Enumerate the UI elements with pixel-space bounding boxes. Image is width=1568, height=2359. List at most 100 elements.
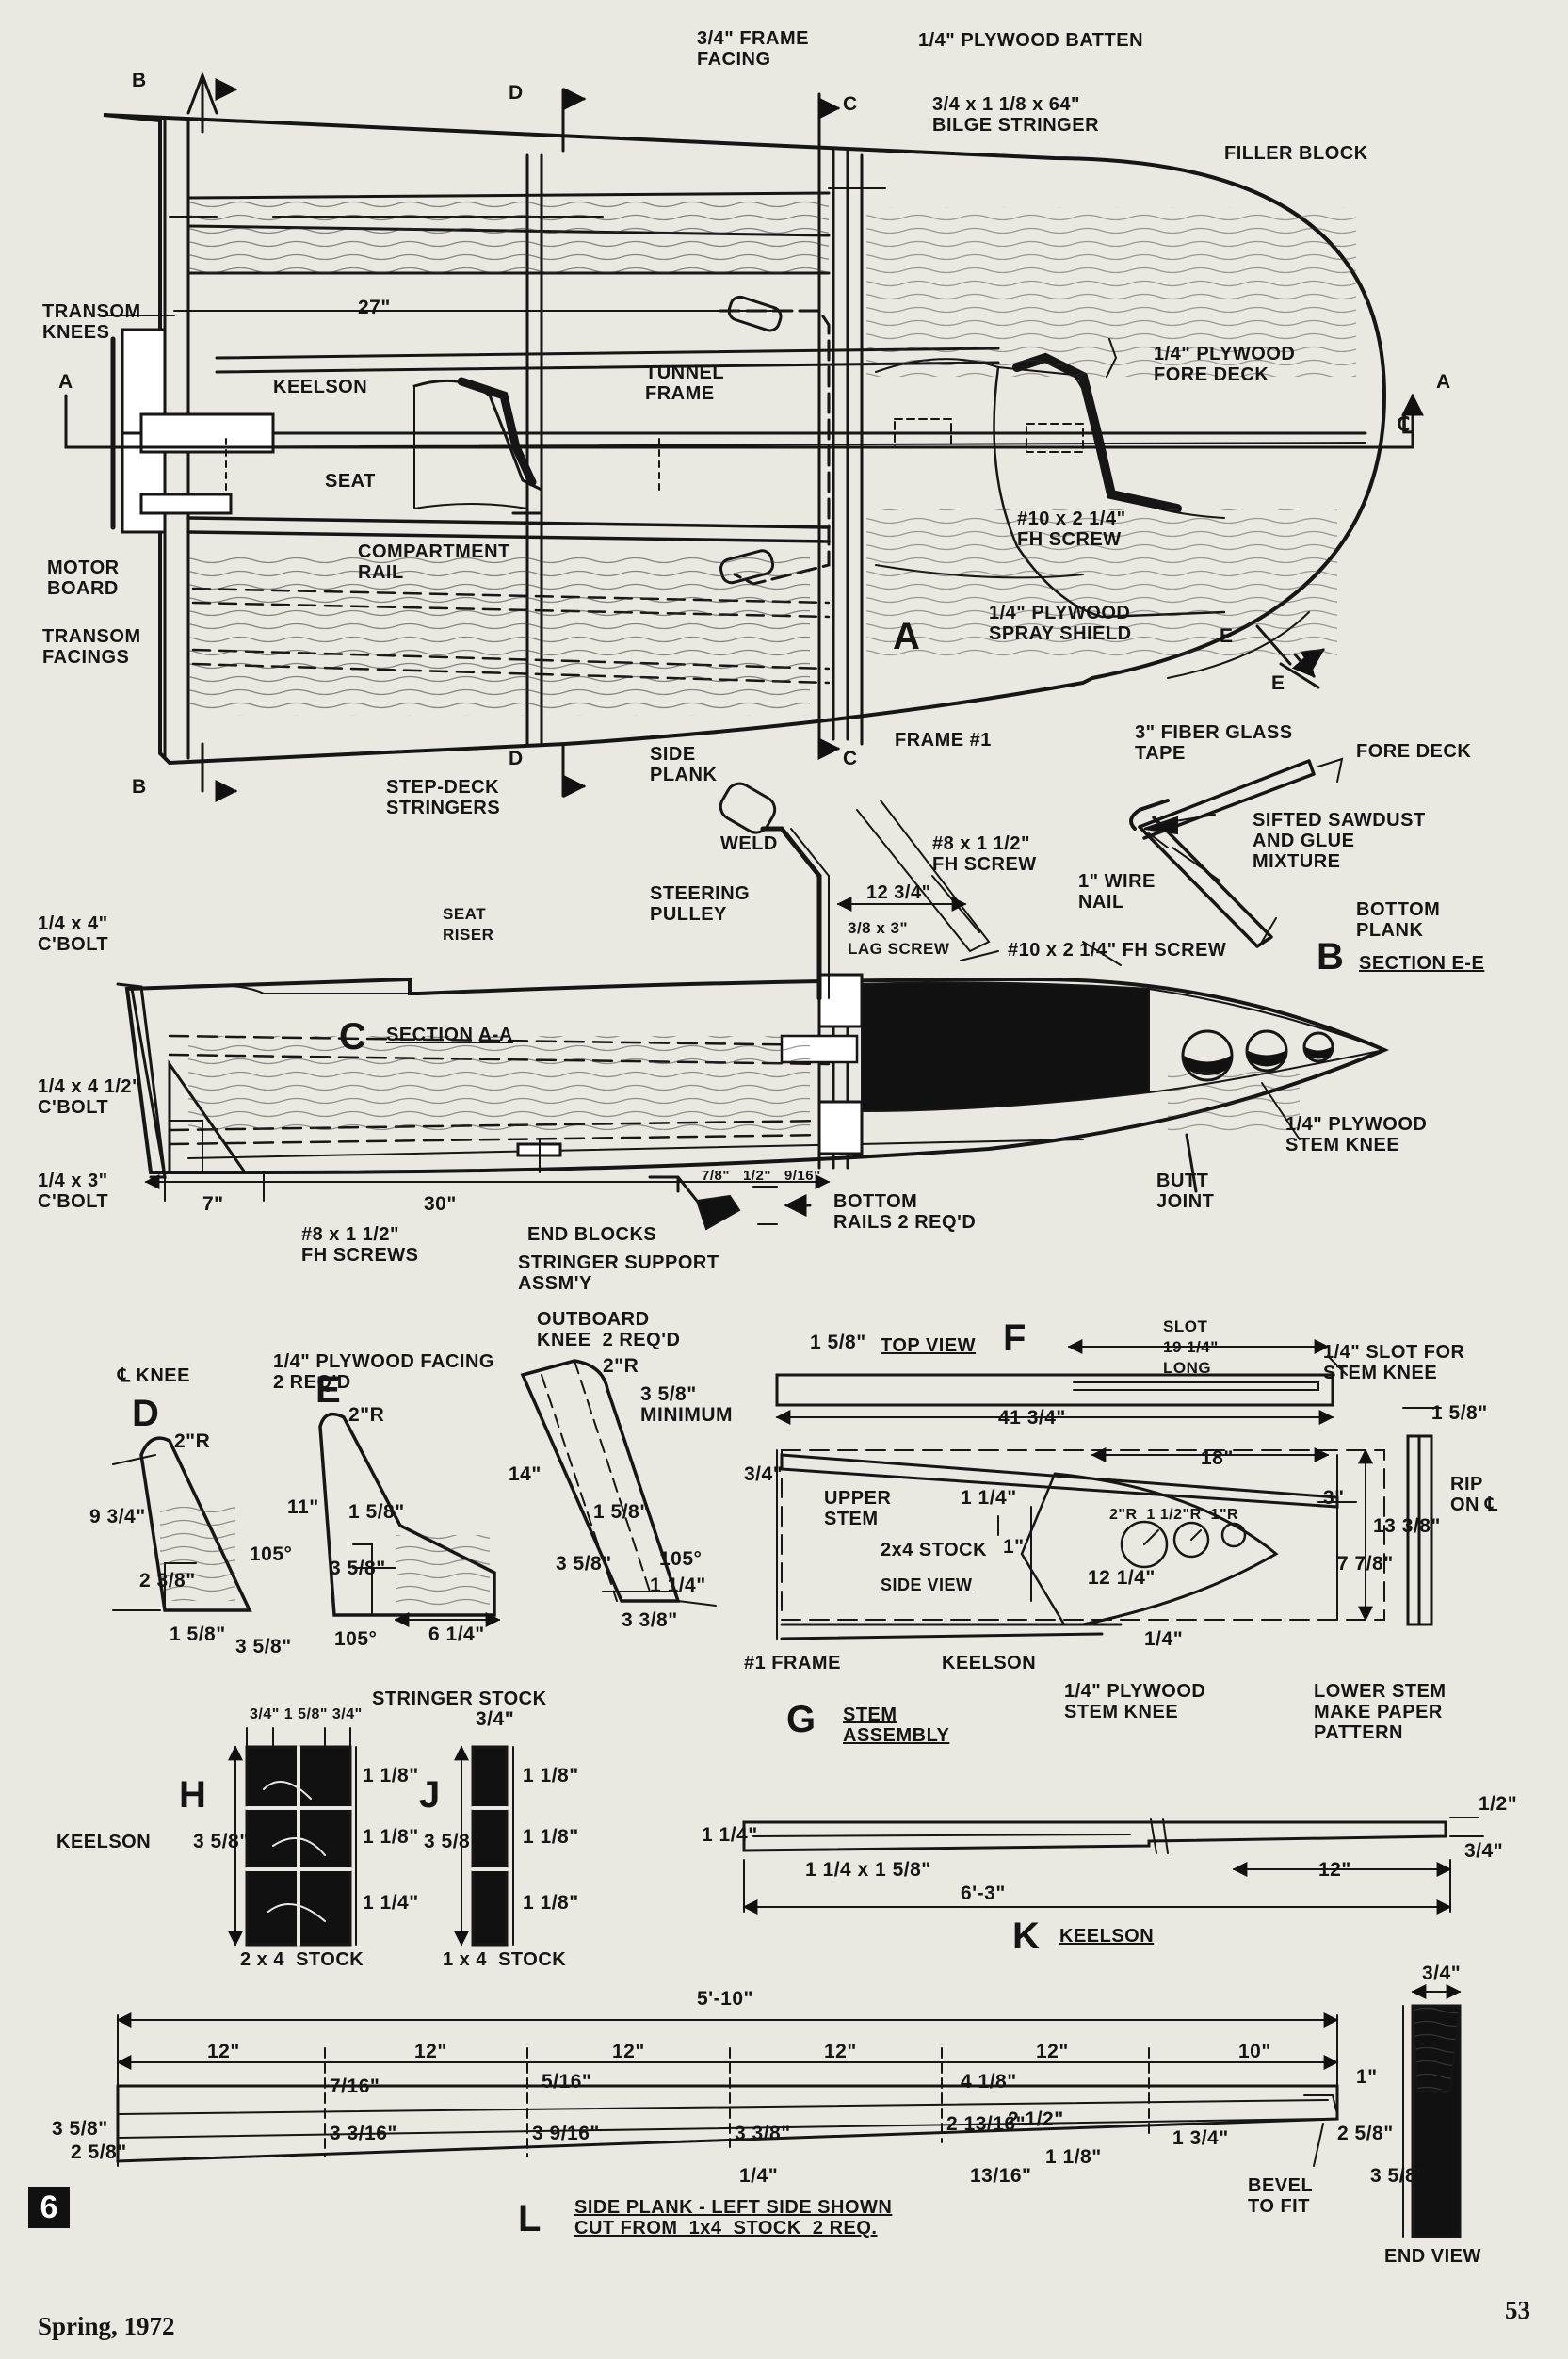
view-j-letter: J xyxy=(419,1774,441,1816)
label-l-s-1: 7/16" xyxy=(330,2076,380,2097)
label-l-h-8: 1 3/4" xyxy=(1172,2127,1229,2149)
label-h-row-2: 1 1/8" xyxy=(363,1826,419,1848)
label-d-radius: 2"R xyxy=(174,1430,211,1452)
view-c-letter: C xyxy=(339,1016,367,1058)
label-l-s-3: 4 1/8" xyxy=(961,2071,1017,2092)
label-bottom-plank: BOTTOM PLANK xyxy=(1356,899,1441,941)
label-e-b: 3 5/8" xyxy=(330,1558,386,1579)
label-stem-knee-c: 1/4" PLYWOOD STEM KNEE xyxy=(1285,1114,1428,1155)
label-h-row-3: 1 1/4" xyxy=(363,1892,419,1914)
view-j-section xyxy=(454,1745,514,1947)
label-l-h-3: 3 3/16" xyxy=(330,2123,397,2144)
figure-number-badge: 6 xyxy=(28,2187,70,2228)
label-fh-screw-8: #8 x 1 1/2" FH SCREW xyxy=(932,833,1037,875)
section-mark-a-left: A xyxy=(58,371,73,393)
label-e-c: 105° xyxy=(334,1628,378,1650)
label-k-sec: 1 1/4 x 1 5/8" xyxy=(805,1859,931,1881)
label-e-height: 11" xyxy=(287,1496,319,1518)
footer-season: Spring, 1972 xyxy=(38,2312,175,2340)
section-mark-a-right: A xyxy=(1436,371,1451,393)
section-mark-d-top: D xyxy=(509,82,524,104)
label-filler-block: FILLER BLOCK xyxy=(1224,143,1368,164)
label-side-plank-a: SIDE PLANK xyxy=(650,744,718,785)
view-f-letter: F xyxy=(1003,1317,1026,1359)
label-centerline-a: ℄ xyxy=(1398,411,1415,439)
label-l-end-view: END VIEW xyxy=(1384,2246,1481,2267)
view-l-letter: L xyxy=(518,2198,542,2239)
label-end-blocks: END BLOCKS xyxy=(527,1224,657,1245)
label-l-seg-3: 12" xyxy=(612,2041,645,2062)
label-fore-deck: 1/4" PLYWOOD FORE DECK xyxy=(1154,344,1296,385)
label-stringer-support: STRINGER SUPPORT ASSM'Y xyxy=(518,1252,719,1294)
label-l-h-5: 3 3/8" xyxy=(735,2123,791,2144)
label-tunnel-frame: TUNNEL FRAME xyxy=(645,363,725,404)
label-l-s-5: 13/16" xyxy=(970,2165,1032,2187)
section-mark-b-bottom: B xyxy=(132,776,147,798)
label-g-1214: 12 1/4" xyxy=(1088,1567,1156,1589)
label-dim-30: 30" xyxy=(424,1193,457,1215)
label-g-114: 1 1/4" xyxy=(961,1487,1017,1509)
label-d-c: 1 5/8" xyxy=(170,1624,226,1645)
label-g-lower-stem: LOWER STEM MAKE PAPER PATTERN xyxy=(1314,1681,1447,1743)
label-f-slot: SLOT 19 1/4" LONG xyxy=(1163,1317,1219,1377)
view-outboard-title: OUTBOARD KNEE 2 REQ'D xyxy=(537,1309,681,1350)
label-g-778: 7 7/8" xyxy=(1337,1553,1394,1575)
label-seat: SEAT xyxy=(325,471,376,492)
label-l-h-9: 2 5/8" xyxy=(1337,2123,1394,2144)
label-j-row-1: 1 1/8" xyxy=(523,1765,579,1786)
view-k-keelson xyxy=(742,1817,1484,1915)
view-e-facing xyxy=(318,1412,501,1627)
label-j-stock: 1 x 4 STOCK xyxy=(443,1949,567,1970)
label-k-len: 6'-3" xyxy=(961,1882,1006,1904)
label-butt-joint: BUTT JOINT xyxy=(1156,1171,1215,1212)
label-ob-d: 105° xyxy=(659,1548,703,1570)
label-l-seg-6: 10" xyxy=(1238,2041,1271,2062)
label-g-upper-stem: UPPER STEM xyxy=(824,1488,892,1529)
label-dim-27: 27" xyxy=(358,297,391,318)
label-spray-shield: 1/4" PLYWOOD SPRAY SHIELD xyxy=(989,603,1132,644)
view-h-letter: H xyxy=(179,1774,207,1816)
view-l-title: SIDE PLANK - LEFT SIDE SHOWN CUT FROM 1x… xyxy=(574,2197,893,2238)
label-g-frame: #1 FRAME xyxy=(744,1653,841,1673)
label-l-s-2: 5/16" xyxy=(542,2071,592,2092)
label-l-overall: 5'-10" xyxy=(697,1988,753,2010)
label-l-s-7: 1" xyxy=(1356,2066,1378,2088)
label-h-row-1: 1 1/8" xyxy=(363,1765,419,1786)
label-motor-board: MOTOR BOARD xyxy=(47,557,120,599)
label-g-34: 3/4" xyxy=(744,1463,784,1485)
label-wire-nail: 1" WIRE NAIL xyxy=(1078,871,1156,913)
label-l-h-2: 2 5/8" xyxy=(71,2141,127,2163)
section-mark-b-top: B xyxy=(132,70,147,91)
label-compartment-rail: COMPARTMENT RAIL xyxy=(358,541,510,583)
label-h-keelson: KEELSON xyxy=(57,1832,152,1852)
view-b-title: SECTION E-E xyxy=(1359,953,1485,974)
view-k-title: KEELSON xyxy=(1059,1926,1155,1947)
label-dim-1234: 12 3/4" xyxy=(866,882,931,903)
label-dim-7: 7" xyxy=(202,1193,224,1215)
label-g-18: 18" xyxy=(1201,1447,1234,1469)
label-lag-screw: 3/8 x 3" LAG SCREW xyxy=(848,919,950,958)
section-mark-e-2: E xyxy=(1271,672,1285,694)
label-l-seg-2: 12" xyxy=(414,2041,447,2062)
label-bilge-stringer: 3/4 x 1 1/8 x 64" BILGE STRINGER xyxy=(932,94,1100,136)
label-fh-screws: #8 x 1 1/2" FH SCREWS xyxy=(301,1224,419,1266)
label-l-seg-4: 12" xyxy=(824,2041,857,2062)
view-outboard-knee xyxy=(520,1359,717,1607)
view-b-section xyxy=(1129,757,1344,948)
label-d-b: 2 3/8" xyxy=(139,1570,196,1592)
label-cbolt-3: 1/4 x 3" C'BOLT xyxy=(38,1171,109,1212)
label-k-t3: 3/4" xyxy=(1464,1840,1504,1862)
section-mark-c-bottom: C xyxy=(843,748,858,769)
label-l-s-4: 1/4" xyxy=(739,2165,779,2187)
label-transom-knees: TRANSOM KNEES xyxy=(42,301,141,343)
label-ob-radius: 2"R xyxy=(603,1355,639,1377)
label-l-h-7: 2 1/2" xyxy=(1008,2109,1064,2130)
label-l-h-1: 3 5/8" xyxy=(52,2118,108,2140)
label-transom-facings: TRANSOM FACINGS xyxy=(42,626,141,668)
label-seat-riser: SEAT RISER xyxy=(443,905,494,944)
label-g-1in: 1" xyxy=(1003,1536,1025,1558)
label-frame-facing: 3/4" FRAME FACING xyxy=(697,28,809,70)
label-l-bevel: BEVEL TO FIT xyxy=(1248,2175,1314,2217)
label-ob-b: 3 5/8" xyxy=(556,1553,612,1575)
